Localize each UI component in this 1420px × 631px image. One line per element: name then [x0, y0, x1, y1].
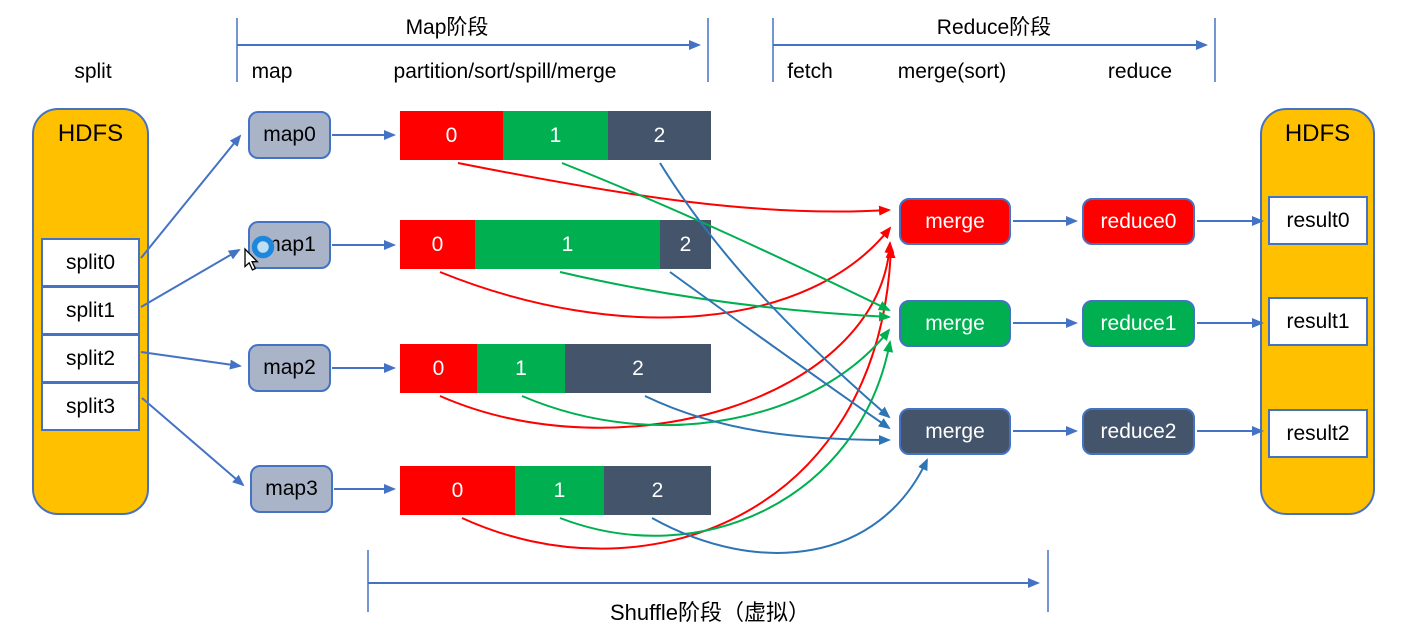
map-to-bar-arrows: [332, 130, 396, 494]
map0-box: map0: [248, 111, 331, 159]
map0-partition-bar: 0 1 2: [400, 111, 711, 160]
reduce-phase-title: Reduce阶段: [936, 16, 1052, 39]
partition-segment: 1: [515, 466, 604, 515]
reduce0-box: reduce0: [1082, 198, 1195, 245]
map1-partition-bar: 0 1 2: [400, 220, 711, 269]
reduce1-box: reduce1: [1082, 300, 1195, 347]
split2-box: split2: [41, 334, 140, 383]
reduce-step-label: reduce: [1107, 60, 1173, 83]
map3-box: map3: [250, 465, 333, 513]
reduce2-box: reduce2: [1082, 408, 1195, 455]
result1-box: result1: [1268, 297, 1368, 346]
map1-box: map1: [248, 221, 331, 269]
fetch-step-label: fetch: [787, 60, 833, 83]
hdfs-input-title: HDFS: [57, 120, 124, 147]
partition-segment: 2: [660, 220, 711, 269]
partition-segment: 2: [608, 111, 711, 160]
partition-segment: 0: [400, 466, 515, 515]
partition-segment: 1: [477, 344, 565, 393]
merge-to-reduce-arrows: [1013, 216, 1078, 436]
merge0-box: merge: [899, 198, 1011, 245]
merge2-box: merge: [899, 408, 1011, 455]
partition-segment: 2: [604, 466, 711, 515]
map-phase-title: Map阶段: [405, 16, 489, 39]
map3-partition-bar: 0 1 2: [400, 466, 711, 515]
result2-box: result2: [1268, 409, 1368, 458]
split1-box: split1: [41, 286, 140, 335]
partition-segment: 1: [475, 220, 660, 269]
split3-box: split3: [41, 382, 140, 431]
map2-partition-bar: 0 1 2: [400, 344, 711, 393]
merge-sort-step-label: merge(sort): [897, 60, 1007, 83]
partition-segment: 0: [400, 344, 477, 393]
hdfs-output-title: HDFS: [1284, 120, 1351, 147]
shuffle-phase-title: Shuffle阶段（虚拟）: [609, 600, 811, 625]
partition-segment: 0: [400, 111, 503, 160]
split0-box: split0: [41, 238, 140, 287]
split-to-map-arrows: [140, 134, 245, 487]
partition-segment: 0: [400, 220, 475, 269]
map-step-label: map: [251, 60, 293, 83]
merge1-box: merge: [899, 300, 1011, 347]
partition-segment: 2: [565, 344, 711, 393]
split-column-label: split: [74, 60, 112, 83]
map2-box: map2: [248, 344, 331, 392]
reduce-to-result-arrows: [1197, 216, 1264, 436]
result0-box: result0: [1268, 196, 1368, 245]
partition-segment: 1: [503, 111, 608, 160]
partition-sort-spill-merge-label: partition/sort/spill/merge: [393, 60, 617, 83]
